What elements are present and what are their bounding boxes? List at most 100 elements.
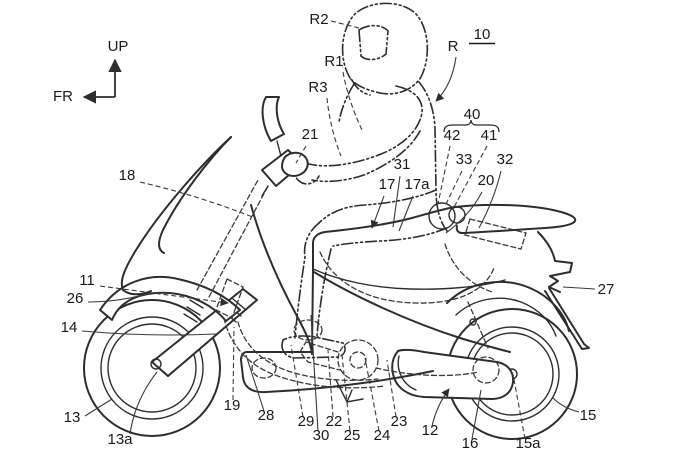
- side-panel-edge: [313, 271, 511, 353]
- leader-22: [327, 349, 334, 418]
- leader-29: [290, 344, 304, 418]
- drawing-art: [82, 2, 590, 440]
- leader-18: [139, 181, 256, 219]
- ref-label-up: UP: [108, 38, 129, 55]
- leader-19: [232, 326, 235, 401]
- ref-label-R2: R2: [309, 11, 328, 28]
- leader-15a: [512, 373, 526, 440]
- filler-latch: [448, 206, 466, 224]
- ref-label-15: 15: [580, 407, 597, 424]
- cylinder-hidden: [299, 341, 341, 371]
- front-fairing: [120, 136, 313, 355]
- handlebar-assembly: [261, 96, 309, 197]
- rider-chest: [338, 83, 355, 123]
- ref-label-18: 18: [119, 167, 136, 184]
- leader-11: [99, 285, 229, 307]
- leader-41: [452, 145, 488, 210]
- ref-label-16: 16: [462, 435, 479, 452]
- ref-label-32: 32: [497, 151, 514, 168]
- handlebar-grip: [281, 151, 309, 177]
- ref-label-R: R: [448, 38, 459, 55]
- ref-label-26: 26: [67, 290, 84, 307]
- fuel-filler-cap: [428, 202, 456, 230]
- floorboard: [240, 351, 434, 394]
- leader-28: [245, 354, 265, 412]
- rider-foot: [281, 335, 346, 359]
- front-axle: [150, 358, 162, 370]
- ref-label-33: 33: [456, 151, 473, 168]
- helmet-visor: [358, 24, 389, 61]
- leg-shield: [250, 204, 313, 355]
- column-bellows: [183, 299, 204, 323]
- group-brace-40: [443, 119, 500, 133]
- leader-17: [370, 195, 385, 229]
- orientation-axes: [82, 58, 122, 104]
- leader-42: [437, 145, 451, 205]
- leader-31: [392, 175, 401, 228]
- rider-shin-front: [294, 222, 320, 339]
- rider-thigh-bottom: [332, 227, 448, 247]
- ref-label-13: 13: [64, 409, 81, 426]
- rider-outline: [281, 2, 448, 359]
- engine-crank-hidden: [337, 339, 379, 381]
- leader-27: [562, 286, 596, 290]
- ref-label-11: 11: [79, 272, 95, 289]
- rider-back: [418, 81, 448, 232]
- under-seat-edge: [312, 268, 506, 290]
- ref-label-29: 29: [298, 413, 315, 430]
- ref-label-42: 42: [444, 127, 461, 144]
- ref-label-27: 27: [598, 281, 615, 298]
- deck-box-hidden: [464, 218, 527, 250]
- rider-shin-back: [316, 248, 332, 337]
- ref-label-41: 41: [481, 127, 498, 144]
- head-pipe-hidden: [215, 278, 244, 319]
- leader-R1: [342, 71, 363, 131]
- ref-label-23: 23: [391, 413, 408, 430]
- leader-13a: [129, 371, 158, 435]
- drive-belt-hidden: [375, 367, 479, 377]
- rider-arm-lower: [311, 130, 421, 183]
- leader-16: [471, 389, 482, 440]
- leader-R2: [330, 20, 360, 29]
- front-wheel: [83, 299, 221, 437]
- ref-label-30: 30: [313, 427, 330, 444]
- muffler: [391, 348, 515, 400]
- leader-32: [478, 170, 502, 229]
- helmet: [341, 2, 429, 95]
- rear-pulley-hidden: [472, 356, 500, 384]
- ref-label-R1: R1: [324, 53, 343, 70]
- leader-24: [364, 357, 380, 432]
- ref-label-25: 25: [344, 427, 361, 444]
- rider-thigh-top: [318, 189, 437, 224]
- ref-label-19: 19: [224, 397, 241, 414]
- tail-light: [537, 231, 573, 293]
- tail-section: [454, 203, 590, 350]
- ref-label-28: 28: [258, 407, 275, 424]
- rider-jaw: [351, 79, 371, 96]
- leader-15: [552, 397, 580, 413]
- pivot-dot: [469, 318, 477, 326]
- rear-shock-hidden: [467, 301, 489, 349]
- leader-33: [444, 170, 463, 207]
- seat-and-body: [311, 202, 511, 353]
- mirror: [261, 96, 285, 142]
- ref-label-17a: 17a: [404, 176, 430, 193]
- leader-20: [445, 191, 483, 234]
- rear-carrier: [454, 203, 577, 234]
- ref-label-40: 40: [464, 106, 481, 123]
- ref-label-31: 31: [394, 156, 411, 173]
- leader-25: [341, 354, 351, 432]
- ref-label-14: 14: [61, 319, 78, 336]
- leader-12: [431, 388, 450, 427]
- leader-23: [386, 359, 397, 418]
- ref-label-20: 20: [478, 172, 495, 189]
- ref-label-15a: 15a: [515, 435, 541, 452]
- steering-column-hidden: [196, 179, 269, 298]
- ref-label-12: 12: [422, 422, 439, 439]
- leader-30: [310, 314, 319, 432]
- ref-label-R3: R3: [308, 79, 327, 96]
- leader-13: [84, 398, 113, 417]
